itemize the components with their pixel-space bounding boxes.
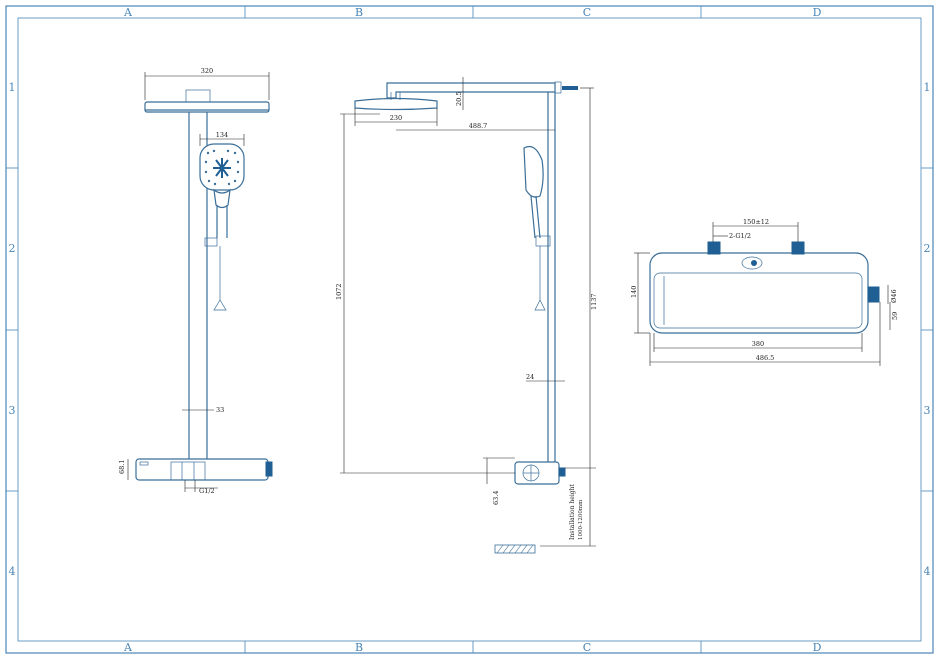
zone-row-4-right: 4 [924, 565, 931, 578]
zone-row-2-right: 2 [924, 242, 931, 255]
top-shelf [653, 272, 863, 329]
dim-top-depth: 140 [630, 286, 638, 298]
top-thermostat-body [649, 252, 869, 334]
front-view: 320 134 33 68.1 G1/2 [118, 67, 273, 495]
top-inlet-right [791, 241, 805, 255]
zone-labels: A B C D A B C D 1 2 3 4 1 2 3 4 [9, 6, 931, 654]
dim-side-total-height: 1137 [590, 293, 598, 310]
dim-top-knob-diameter: Ø46 [890, 289, 898, 303]
side-shower-arm [386, 82, 556, 99]
dim-front-head-width: 320 [201, 67, 213, 75]
zone-row-4-left: 4 [9, 565, 16, 578]
zone-row-1-right: 1 [924, 81, 931, 94]
side-view: 20.5 230 488.7 1072 1137 24 63.4 Install… [335, 77, 598, 554]
side-overhead-shower [354, 97, 438, 111]
side-hose [534, 246, 546, 311]
zone-col-a-top: A [123, 6, 133, 19]
zone-row-3-left: 3 [9, 404, 16, 417]
dim-front-body-height: 68.1 [118, 460, 126, 474]
front-control-panel [170, 461, 206, 481]
zone-col-d-top: D [813, 6, 822, 19]
dim-top-inlet-thread: 2-G1/2 [729, 232, 751, 240]
drawing-frame [5, 5, 934, 654]
top-view: 150±12 2-G1/2 140 380 486.5 Ø46 59 [630, 218, 899, 366]
zone-col-c-top: C [583, 6, 591, 19]
top-side-knob [867, 286, 880, 303]
side-slider [535, 235, 551, 247]
front-shower-mount [185, 89, 211, 103]
top-control-knob [741, 256, 763, 270]
dim-top-shelf-width: 380 [752, 340, 764, 348]
dim-front-inlet: G1/2 [199, 487, 215, 495]
dim-side-body-depth: 63.4 [492, 491, 500, 505]
front-spray-nozzles [204, 149, 240, 186]
dim-top-knob-depth: 59 [891, 312, 899, 320]
zone-col-d-bottom: D [813, 641, 822, 654]
zone-col-b-top: B [355, 6, 363, 19]
front-slider-holder [204, 237, 218, 247]
dim-side-overall-height: 1072 [335, 283, 343, 300]
dim-top-inlet-spacing: 150±12 [743, 218, 769, 226]
floor-hatch [494, 544, 536, 554]
dim-front-handshower-width: 134 [216, 131, 228, 139]
zone-row-2-left: 2 [9, 242, 16, 255]
side-hand-shower [523, 145, 544, 198]
front-brand-mark [139, 461, 149, 466]
zone-col-a-bottom: A [123, 641, 133, 654]
dim-top-overall-width: 486.5 [756, 354, 775, 362]
zone-col-c-bottom: C [583, 641, 591, 654]
front-spray-star [213, 158, 231, 178]
side-wall-connector [562, 86, 578, 90]
front-hose [213, 246, 227, 311]
install-height-range: 1000-1200mm [578, 499, 584, 540]
dim-side-head-diameter: 230 [390, 114, 402, 122]
dim-side-rail-width: 24 [526, 373, 534, 381]
dim-side-head-thickness: 20.5 [455, 92, 463, 106]
zone-row-3-right: 3 [924, 404, 931, 417]
front-side-knob [265, 461, 273, 477]
zone-col-b-bottom: B [355, 641, 363, 654]
install-height-label: Installation height [569, 484, 576, 540]
dim-front-rail-offset: 33 [216, 406, 224, 414]
dim-side-arm-reach: 488.7 [469, 122, 488, 130]
zone-row-1-left: 1 [9, 81, 16, 94]
top-inlet-left [707, 241, 721, 255]
